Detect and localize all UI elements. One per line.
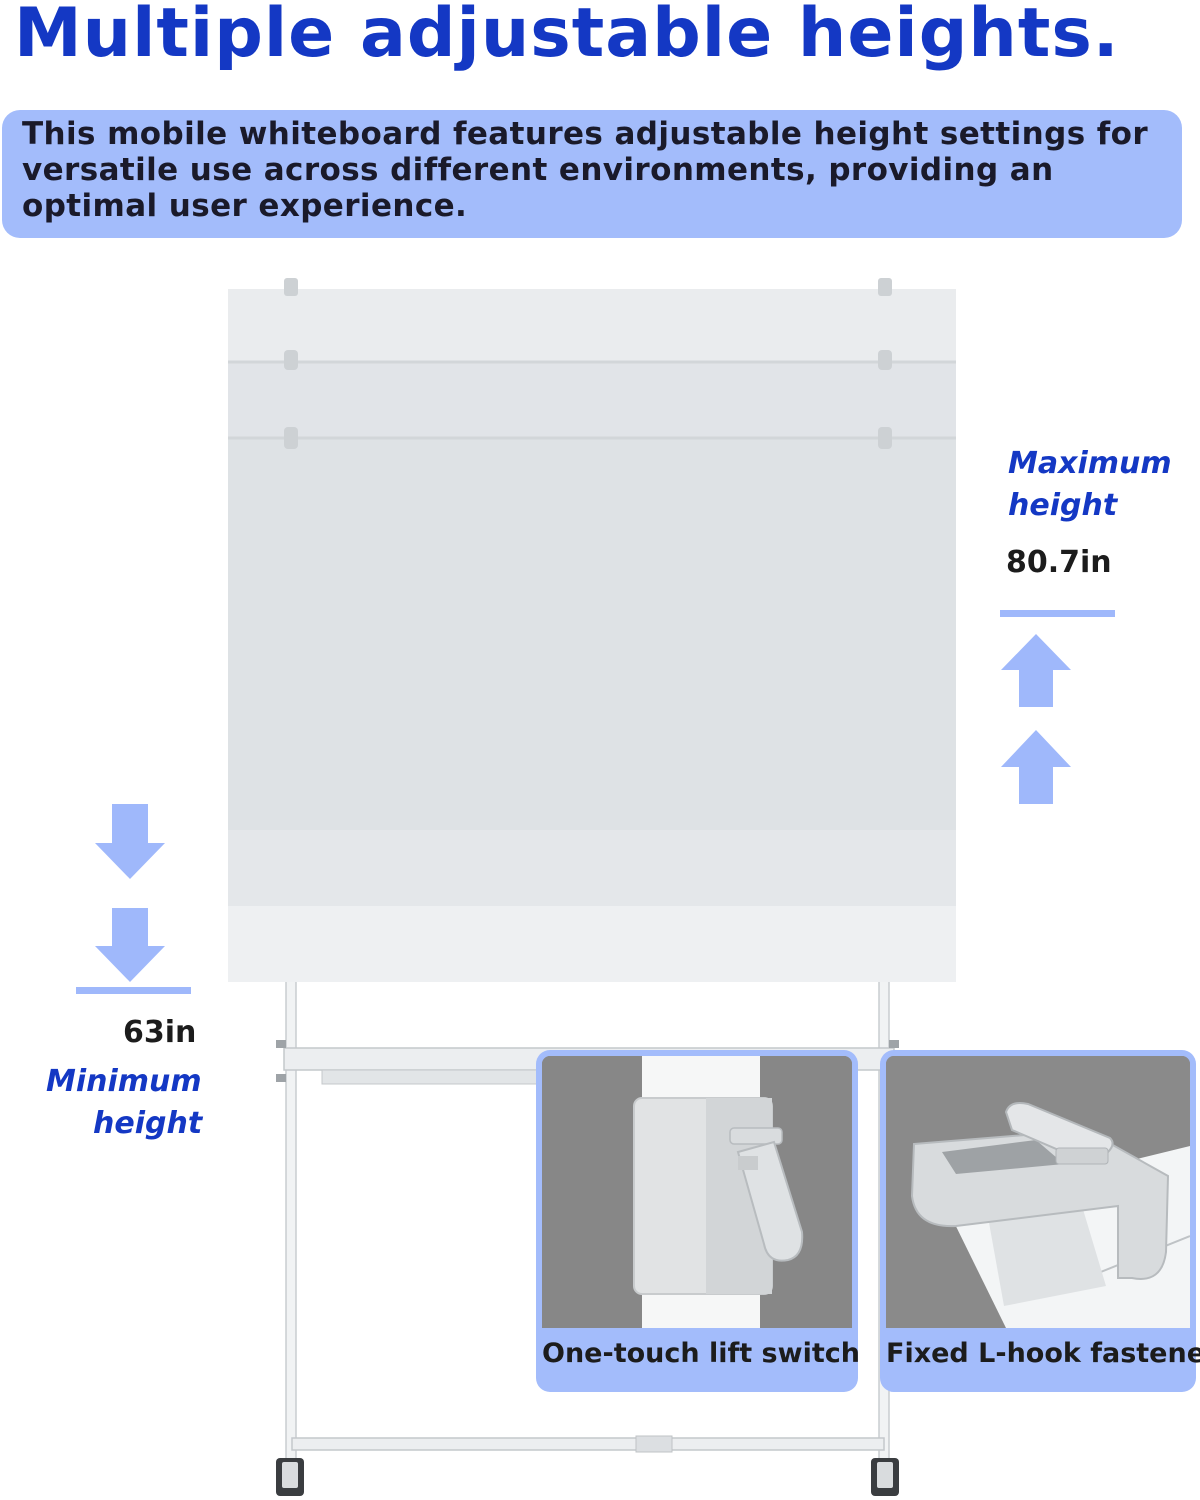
page-title: Multiple adjustable heights. bbox=[14, 0, 1120, 73]
down-arrow-icon bbox=[95, 804, 165, 879]
callout-lift-switch: One-touch lift switch bbox=[536, 1050, 860, 1392]
intro-banner: This mobile whiteboard features adjustab… bbox=[2, 110, 1182, 238]
callout-caption: Fixed L-hook fastener bbox=[886, 1338, 1200, 1369]
intro-text: This mobile whiteboard features adjustab… bbox=[22, 116, 1149, 224]
down-arrow-icon bbox=[95, 908, 165, 982]
l-hook-image bbox=[886, 1056, 1190, 1328]
max-height-label: height bbox=[1008, 488, 1118, 523]
l-hook-icon bbox=[886, 1056, 1190, 1328]
min-height-label: Minimum bbox=[46, 1064, 202, 1099]
callout-l-hook: Fixed L-hook fastener bbox=[880, 1050, 1200, 1392]
whiteboard-panel bbox=[228, 427, 956, 982]
board-ghost-middle bbox=[228, 350, 956, 982]
lift-switch-image bbox=[542, 1056, 852, 1328]
max-height-label: Maximum bbox=[1008, 446, 1172, 481]
min-height-indicator bbox=[76, 987, 191, 994]
max-height-indicator bbox=[1000, 610, 1115, 617]
max-height-value: 80.7in bbox=[1006, 545, 1112, 580]
board-ghost-top bbox=[228, 278, 956, 981]
callout-caption: One-touch lift switch bbox=[542, 1338, 860, 1369]
min-height-value: 63in bbox=[123, 1015, 197, 1050]
min-height-label: height bbox=[93, 1106, 203, 1141]
lift-switch-icon bbox=[542, 1056, 852, 1328]
up-arrow-icon bbox=[1001, 634, 1071, 707]
up-arrow-icon bbox=[1001, 730, 1071, 804]
